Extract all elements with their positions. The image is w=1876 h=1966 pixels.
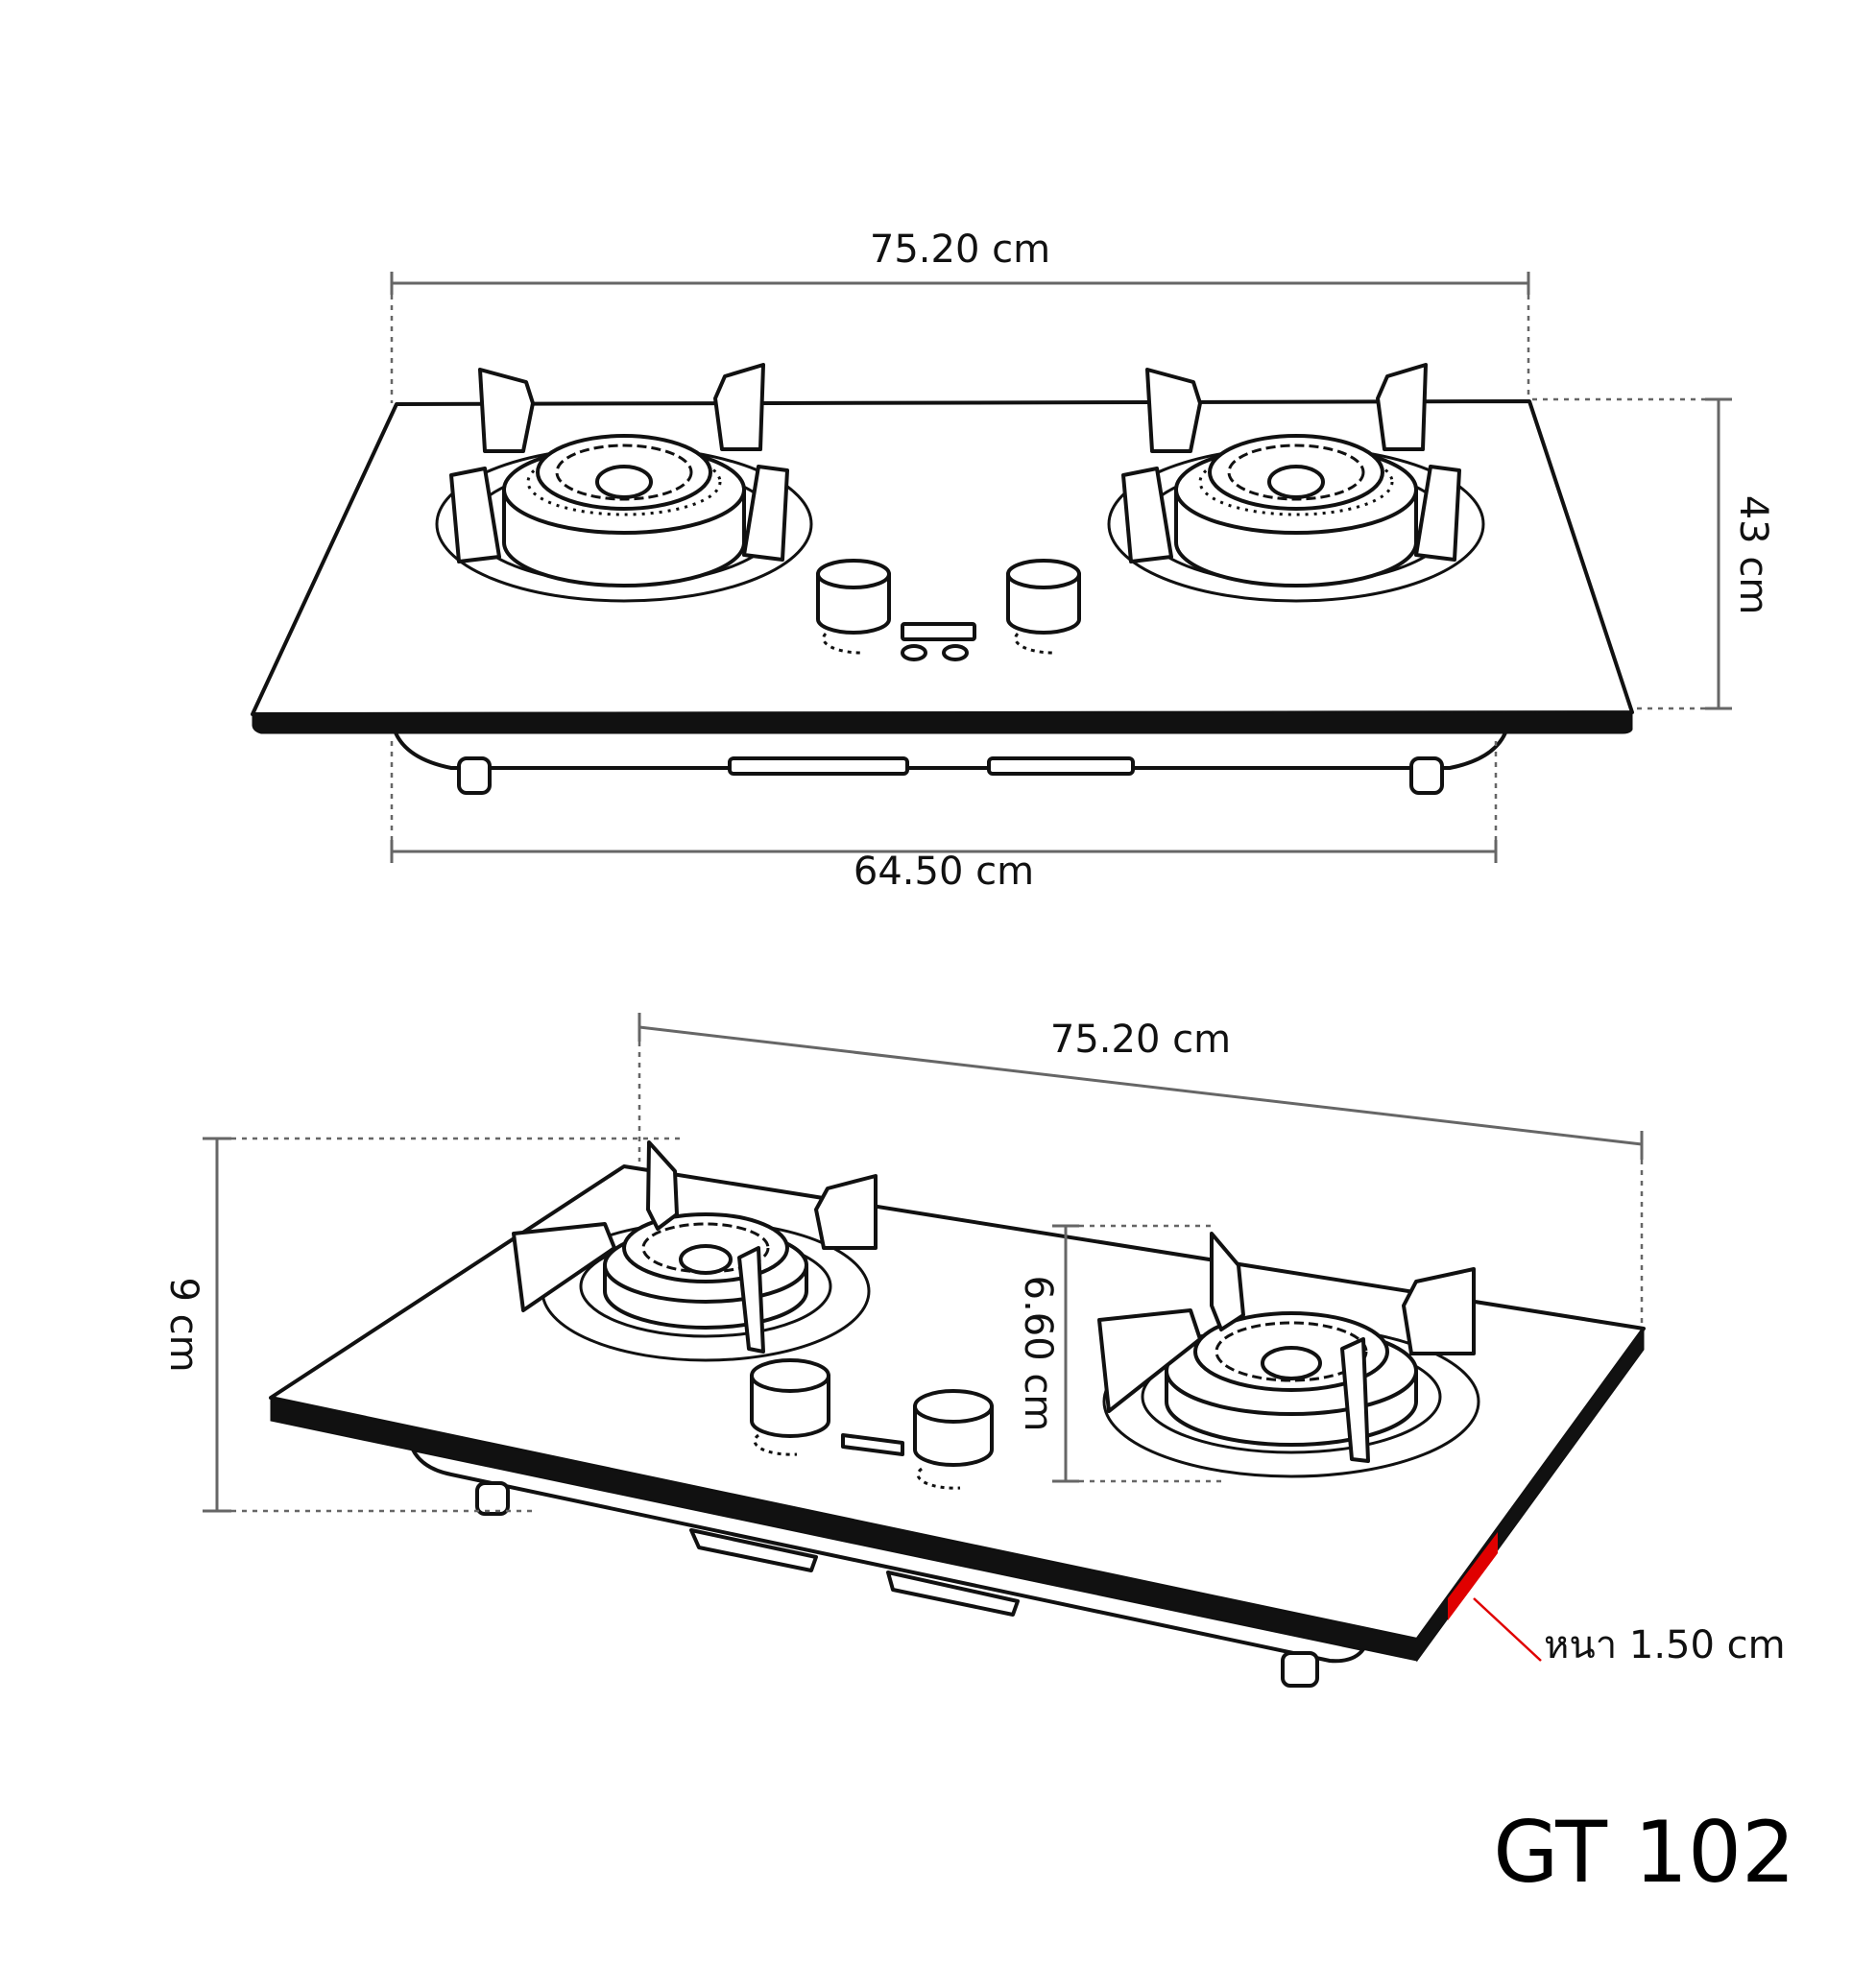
top-view-foot-left [457,756,492,795]
dim-line-angle-width [638,1025,1643,1146]
top-view-underbody-part-right [987,756,1135,776]
top-view-glass-edge [252,711,1633,734]
dim-label-width-top: 75.20 cm [870,228,1050,272]
dim-label-angle-width: 75.20 cm [1050,1018,1231,1062]
top-view-foot-right [1409,756,1444,795]
dim-label-width-bottom: 64.50 cm [854,850,1034,894]
top-view-underbody [392,726,1509,770]
dim-label-height: 9 cm [161,1277,205,1372]
angle-view-controls [750,1358,994,1490]
top-view: 75.20 cm 64.50 cm 43 cm [251,228,1775,894]
angle-view-foot-left [475,1481,510,1516]
angle-view: 75.20 cm 9 cm 6.60 cm หนา 1.50 cm [161,1013,1786,1688]
top-view-controls [816,559,1081,661]
top-view-burner-right [1107,363,1485,603]
dim-label-glass-thickness: หนา 1.50 cm [1544,1623,1786,1667]
angle-view-underbody-part-right [886,1570,1020,1617]
dim-label-body-height: 6.60 cm [1016,1276,1060,1432]
top-view-underbody-part-left [728,756,909,776]
angle-view-underbody-part-left [689,1528,818,1572]
model-name: GT 102 [1493,1803,1795,1902]
top-view-burner-left [435,363,813,603]
dim-label-depth: 43 cm [1731,495,1775,615]
angle-view-burner-left [512,1140,878,1362]
angle-view-foot-right [1281,1651,1319,1688]
angle-view-underbody [411,1448,1365,1664]
thickness-callout-line [1473,1597,1542,1662]
glass-thickness-highlight [1448,1532,1498,1620]
angle-view-burner-right [1097,1232,1480,1478]
